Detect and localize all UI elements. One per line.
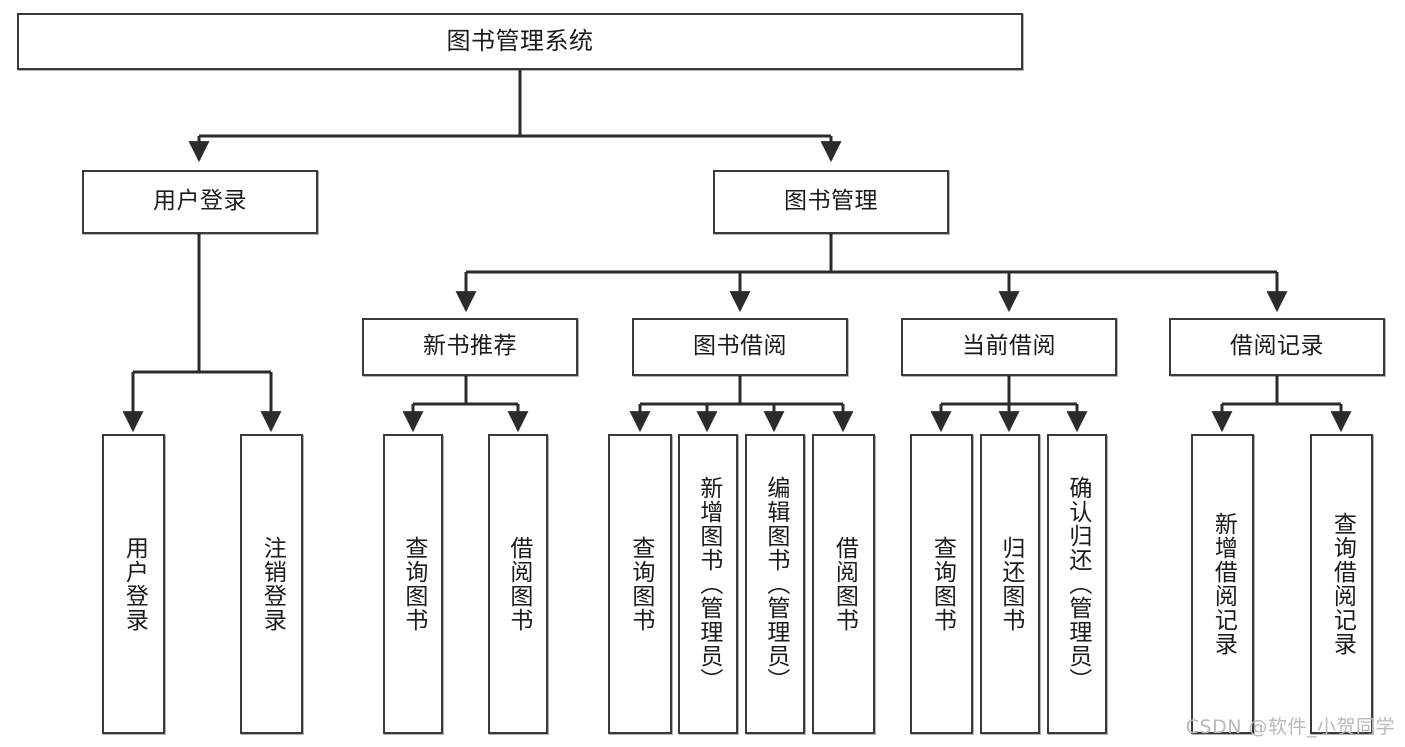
node-label: 查询图书 xyxy=(400,536,427,632)
leaf-borrow-book-recommend[interactable]: 借阅图书 xyxy=(488,434,548,734)
leaf-query-book-recommend[interactable]: 查询图书 xyxy=(383,434,443,734)
node-label: 借阅图书 xyxy=(831,536,858,632)
node-borrow-record[interactable]: 借阅记录 xyxy=(1169,318,1385,376)
leaf-add-book[interactable]: 新增图书（管理员） xyxy=(678,434,738,734)
leaf-edit-book[interactable]: 编辑图书（管理员） xyxy=(745,434,805,734)
node-label: 查询图书 xyxy=(627,536,654,632)
leaf-query-borrow-record[interactable]: 查询借阅记录 xyxy=(1310,434,1373,734)
node-label: 借阅记录 xyxy=(1230,333,1324,360)
node-label: 图书管理 xyxy=(784,188,878,215)
leaf-confirm-return[interactable]: 确认归还（管理员） xyxy=(1047,434,1107,734)
node-label: 查询借阅记录 xyxy=(1329,512,1356,656)
leaf-return-book[interactable]: 归还图书 xyxy=(980,434,1040,734)
node-label: 图书管理系统 xyxy=(446,27,594,56)
leaf-query-book-current[interactable]: 查询图书 xyxy=(910,434,973,734)
leaf-query-book-borrow[interactable]: 查询图书 xyxy=(608,434,672,734)
leaf-borrow-book[interactable]: 借阅图书 xyxy=(812,434,875,734)
node-book-manage[interactable]: 图书管理 xyxy=(713,170,949,234)
leaf-logout-login[interactable]: 注销登录 xyxy=(240,434,303,734)
node-label: 当前借阅 xyxy=(962,333,1056,360)
node-book-borrow[interactable]: 图书借阅 xyxy=(632,318,848,376)
node-label: 新书推荐 xyxy=(423,333,517,360)
node-label: 查询图书 xyxy=(929,536,956,632)
node-label: 归还图书 xyxy=(997,536,1024,632)
node-label: 新增图书（管理员） xyxy=(695,476,722,692)
node-root-system[interactable]: 图书管理系统 xyxy=(17,13,1023,70)
leaf-user-login[interactable]: 用户登录 xyxy=(102,434,165,734)
node-label: 借阅图书 xyxy=(505,536,532,632)
node-label: 注销登录 xyxy=(259,536,286,632)
node-label: 确认归还（管理员） xyxy=(1064,476,1091,692)
node-label: 用户登录 xyxy=(153,188,247,215)
node-current-borrow[interactable]: 当前借阅 xyxy=(901,318,1117,376)
leaf-add-borrow-record[interactable]: 新增借阅记录 xyxy=(1191,434,1254,734)
node-label: 图书借阅 xyxy=(693,333,787,360)
node-user-login[interactable]: 用户登录 xyxy=(82,170,318,234)
node-label: 用户登录 xyxy=(121,536,148,632)
node-new-book-recommend[interactable]: 新书推荐 xyxy=(362,318,578,376)
watermark-text: CSDN @软件_小贺同学 xyxy=(1185,716,1395,738)
node-label: 新增借阅记录 xyxy=(1210,512,1237,656)
node-label: 编辑图书（管理员） xyxy=(762,476,789,692)
